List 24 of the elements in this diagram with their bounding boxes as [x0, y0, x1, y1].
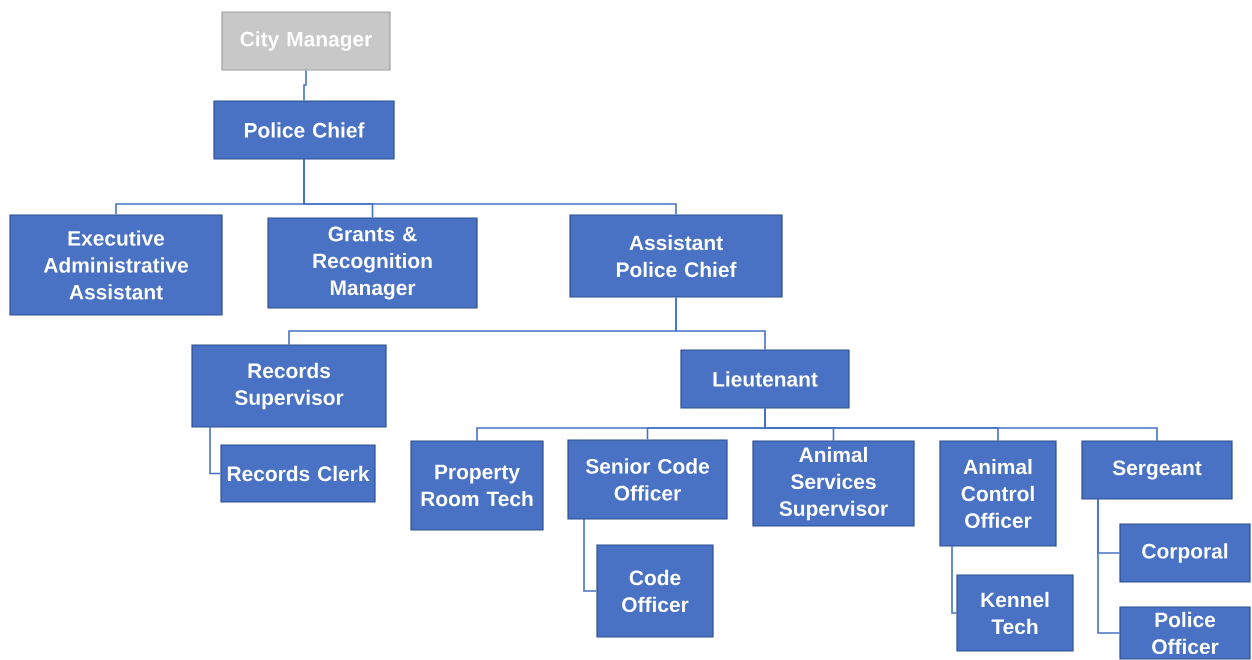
org-box: Animal Services Supervisor — [752, 440, 915, 527]
connector-line — [675, 296, 766, 351]
org-box: Records Supervisor — [191, 344, 387, 428]
org-box: Sergeant — [1081, 440, 1233, 500]
connector-line — [1097, 498, 1121, 634]
org-box: Lieutenant — [680, 349, 850, 409]
org-box: Kennel Tech — [956, 574, 1074, 652]
connector-line — [303, 69, 307, 102]
connector-line — [303, 158, 677, 216]
org-box: Property Room Tech — [410, 440, 544, 531]
org-box: Executive Administrative Assistant — [9, 214, 223, 316]
connector-line — [209, 426, 222, 475]
org-box: Senior Code Officer — [567, 439, 728, 520]
org-box: Grants & Recognition Manager — [267, 217, 478, 309]
connector-line — [764, 407, 1158, 442]
connector-line — [951, 545, 958, 614]
org-box: Police Chief — [213, 100, 395, 160]
connector-line — [583, 518, 598, 592]
org-box: Corporal — [1119, 523, 1251, 583]
org-box: Animal Control Officer — [939, 440, 1057, 547]
org-box: Police Officer — [1119, 606, 1251, 660]
org-box: Assistant Police Chief — [569, 214, 783, 298]
org-box: Code Officer — [596, 544, 714, 638]
org-box: Records Clerk — [220, 444, 376, 503]
